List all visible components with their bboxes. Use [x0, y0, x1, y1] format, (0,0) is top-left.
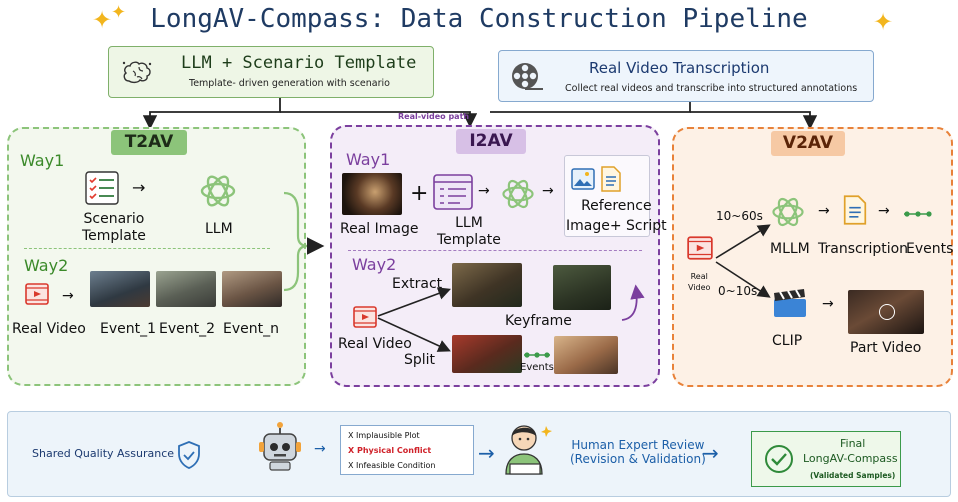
- split-thumbnail-2: [554, 336, 618, 374]
- final-label-1: Final: [840, 437, 866, 450]
- video-play-icon: [24, 281, 50, 307]
- real-video-path-label: Real-video path: [398, 112, 470, 121]
- issue-infeasible-condition: X Infeasible Condition: [348, 461, 436, 470]
- keyframe-label: Keyframe: [505, 313, 572, 329]
- i2av-arrow-icon: →: [542, 183, 554, 199]
- video-play-icon: [686, 234, 714, 262]
- t2av-way1-label: Way1: [20, 151, 65, 170]
- openai-logo-icon: [768, 192, 808, 232]
- event-2-thumbnail: [156, 271, 216, 307]
- human-review-label: Human Expert Review (Revision & Validati…: [570, 438, 706, 466]
- final-output-box: [751, 431, 901, 487]
- sparkle-icon: ✦: [873, 8, 894, 36]
- clapperboard-icon: [772, 287, 808, 319]
- document-icon: [842, 194, 868, 226]
- openai-logo-icon: [196, 169, 240, 213]
- range-0-10s-label: 0~10s: [718, 284, 758, 298]
- video-play-icon: [352, 304, 378, 330]
- i2av-way2-label: Way2: [352, 255, 397, 274]
- film-reel-icon: [509, 58, 545, 94]
- llm-scenario-title: LLM + Scenario Template: [181, 53, 417, 73]
- page-title: LongAV-Compass: Data Construction Pipeli…: [150, 4, 808, 34]
- real-video-transcription-subtitle: Collect real videos and transcribe into …: [565, 83, 858, 94]
- sparkle-icon: ✦: [111, 2, 127, 23]
- real-video-transcription-box: Real Video Transcription Collect real vi…: [498, 50, 874, 102]
- t2av-arrow-icon: →: [132, 178, 146, 197]
- i2av-tag: I2AV: [456, 129, 526, 154]
- reference-label: Reference Image+ Script: [566, 198, 667, 234]
- real-video-transcription-title: Real Video Transcription: [589, 59, 770, 77]
- human-expert-icon: [496, 418, 556, 476]
- v2av-arrow-icon: →: [818, 203, 830, 219]
- v2av-tag: V2AV: [771, 131, 845, 156]
- i2av-real-video-label: Real Video: [338, 336, 412, 352]
- event-n-thumbnail: [222, 271, 282, 307]
- t2av-panel: [7, 127, 306, 386]
- way-divider: [24, 248, 270, 249]
- qa-arrow-icon: →: [478, 441, 495, 465]
- extract-thumbnail: [452, 263, 522, 307]
- extract-label: Extract: [392, 276, 443, 292]
- t2av-arrow-icon: →: [62, 288, 74, 304]
- checklist-icon: [84, 170, 120, 206]
- range-10-60s-label: 10~60s: [716, 209, 763, 223]
- llm-template-label: LLM Template: [437, 215, 501, 248]
- t2av-way2-label: Way2: [24, 256, 69, 275]
- final-label-3: (Validated Samples): [810, 471, 896, 480]
- final-label-2: LongAV-Compass: [803, 452, 898, 465]
- t2av-llm-label: LLM: [205, 221, 233, 237]
- t2av-real-video-label: Real Video: [12, 321, 86, 337]
- real-image-label: Real Image: [340, 221, 419, 237]
- split-thumbnail-1: [452, 335, 522, 373]
- real-image-thumbnail: [342, 173, 402, 215]
- split-label: Split: [404, 352, 436, 368]
- v2av-arrow-icon: →: [822, 296, 834, 312]
- event-1-thumbnail: [90, 271, 150, 307]
- part-video-label: Part Video: [850, 340, 922, 356]
- image-icon: [571, 168, 595, 190]
- issue-checklist-box: [340, 425, 474, 475]
- scenario-template-label: Scenario Template: [82, 211, 146, 244]
- template-icon: [432, 173, 474, 211]
- transcription-label: Transcription: [818, 241, 909, 257]
- event-n-label: Event_n: [223, 321, 279, 337]
- i2av-way1-label: Way1: [346, 150, 391, 169]
- v2av-events-label: Events: [906, 241, 954, 257]
- robot-icon: [254, 420, 306, 472]
- v2av-real-video-label: Real Video: [688, 272, 711, 292]
- openai-logo-icon: [498, 174, 538, 214]
- clip-label: CLIP: [772, 333, 803, 349]
- play-circle-icon: [879, 304, 895, 320]
- issue-physical-conflict: X Physical Conflict: [348, 446, 432, 455]
- keyframe-thumbnail: [553, 265, 611, 310]
- shield-check-icon: [176, 440, 202, 470]
- llm-scenario-template-box: LLM + Scenario Template Template- driven…: [108, 46, 434, 98]
- check-circle-icon: [764, 444, 794, 474]
- qa-arrow-icon: →: [314, 441, 326, 457]
- way-divider: [348, 250, 642, 251]
- llm-scenario-subtitle: Template- driven generation with scenari…: [189, 78, 390, 89]
- t2av-tag: T2AV: [111, 130, 187, 155]
- qa-arrow-icon: →: [702, 441, 719, 465]
- event-2-label: Event_2: [159, 321, 216, 337]
- sparkle-icon: ✦: [92, 6, 113, 34]
- issue-implausible-plot: X Implausible Plot: [348, 431, 420, 440]
- i2av-events-label: Events: [520, 362, 554, 373]
- event-1-label: Event_1: [100, 321, 157, 337]
- v2av-arrow-icon: →: [878, 203, 890, 219]
- plus-sign: +: [410, 181, 429, 206]
- i2av-arrow-icon: →: [478, 183, 490, 199]
- brain-icon: [119, 55, 155, 91]
- shared-qa-label: Shared Quality Assurance: [32, 447, 175, 460]
- mllm-label: MLLM: [770, 241, 810, 257]
- document-icon: [600, 165, 622, 193]
